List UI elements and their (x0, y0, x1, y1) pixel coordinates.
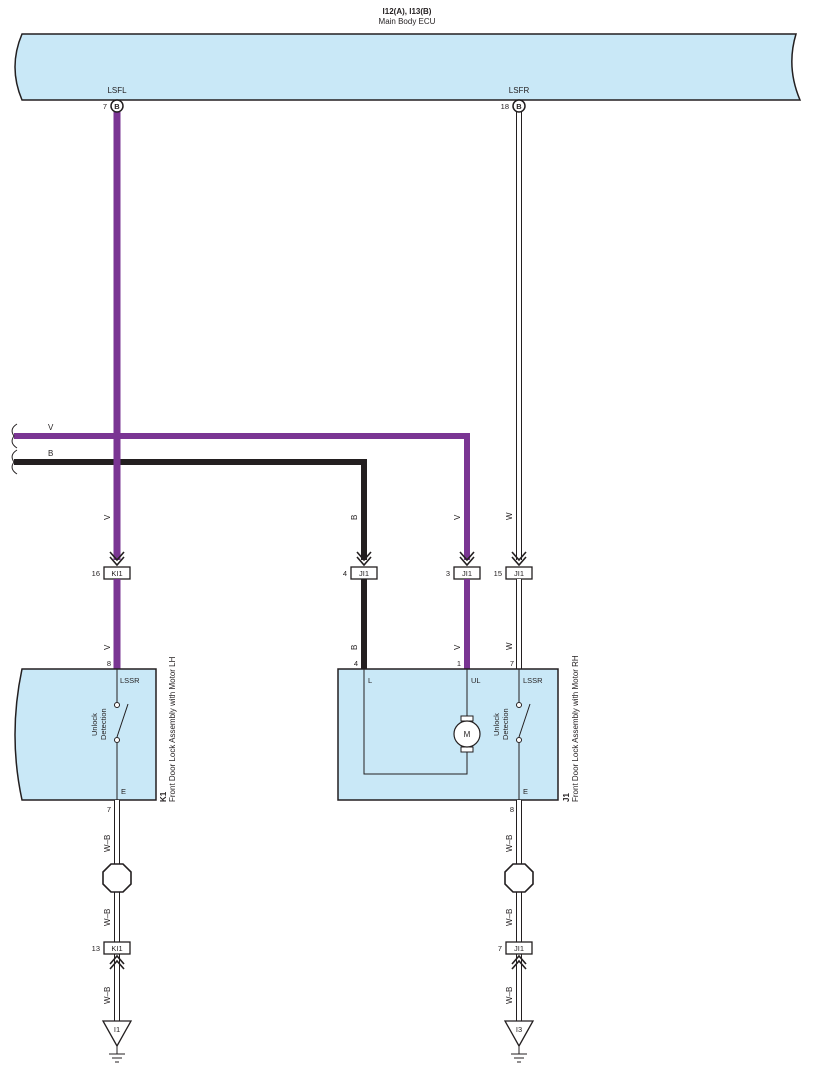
bus-b-black (14, 459, 367, 560)
left-terminal-lssr: LSSR (120, 676, 140, 685)
kl1-bottom-box (103, 941, 131, 955)
right-door-lock-assembly: 4 1 7 8 L UL LSSR E M Unlock Detection J… (337, 655, 580, 814)
ecu-terminal-lsfl: LSFL (107, 86, 127, 95)
left-switch-label-2: Detection (99, 708, 108, 740)
bus-v-label: V (48, 423, 54, 432)
right-assembly-code: J1 (562, 793, 571, 802)
ground-right-label: I3 (516, 1025, 522, 1034)
kl1-bottom-pin: 13 (92, 944, 100, 953)
wire-label-w-2: W (505, 642, 514, 650)
left-unlock-switch (114, 669, 129, 800)
left-pin-bottom: 7 (107, 805, 111, 814)
motor-label: M (464, 730, 471, 739)
right-pin-ul: 1 (457, 659, 461, 668)
wire-label-b-2: B (350, 645, 359, 650)
ecu-connector-left: B (114, 102, 120, 111)
kl1-top-name: KI1 (111, 569, 122, 578)
kl1-top-pin: 16 (92, 569, 100, 578)
ecu-terminal-lsfr: LSFR (509, 86, 530, 95)
right-motor-circuit (363, 669, 468, 775)
ecu-pin-right: B 18 (501, 99, 526, 113)
wire-label-wb-6: W–B (505, 987, 514, 1004)
motor-icon: M (453, 715, 481, 753)
main-body-ecu: I12(A), I13(B) Main Body ECU LSFL LSFR (14, 7, 802, 101)
jl1-b-name: JI1 (359, 569, 369, 578)
wire-label-v-2: V (453, 514, 462, 520)
right-pin-l: 4 (354, 659, 358, 668)
wire-label-wb-1: W–B (103, 835, 112, 852)
right-pin-e: 8 (510, 805, 514, 814)
jl1-v-pin: 3 (446, 569, 450, 578)
ground-right-icon (503, 1020, 535, 1063)
ground-left-icon (101, 1020, 133, 1063)
kl1-bottom-name: KI1 (111, 944, 122, 953)
wire-label-wb-5: W–B (505, 909, 514, 926)
junction-connectors-upper (103, 566, 533, 580)
jl1-w-pin: 15 (494, 569, 502, 578)
right-unlock-switch (516, 669, 531, 800)
jl1-b-pin: 4 (343, 569, 347, 578)
wire-label-wb-3: W–B (103, 987, 112, 1004)
ecu-name: Main Body ECU (379, 17, 436, 26)
wire-label-v-4: V (453, 644, 462, 650)
right-switch-label-2: Detection (501, 708, 510, 740)
wire-label-v-3: V (103, 644, 112, 650)
left-assembly-name: Front Door Lock Assembly with Motor LH (168, 656, 177, 802)
bus-v-violet (14, 433, 470, 560)
splice-right-icon (504, 863, 534, 893)
wire-label-w-1: W (505, 512, 514, 520)
splice-left-icon (102, 863, 132, 893)
ecu-connector-right: B (516, 102, 522, 111)
left-pin-top: 8 (107, 659, 111, 668)
left-door-lock-assembly: 8 LSSR E Unlock Detection K1 Front Door … (14, 656, 177, 802)
wire-label-b-1: B (350, 515, 359, 520)
ecu-pin-left: B 7 (103, 99, 124, 113)
ecu-box (14, 33, 802, 101)
jl1-w-name: JI1 (514, 569, 524, 578)
wire-label-wb-4: W–B (505, 835, 514, 852)
right-terminal-e: E (523, 787, 528, 796)
chevrons-lower (109, 954, 527, 970)
right-terminal-lssr: LSSR (523, 676, 543, 685)
left-switch-label-1: Unlock (90, 713, 99, 736)
ecu-pin-right-number: 18 (501, 102, 509, 111)
ecu-pin-left-number: 7 (103, 102, 107, 111)
jl1-bottom-box (505, 941, 533, 955)
left-terminal-e: E (121, 787, 126, 796)
wire-label-wb-2: W–B (103, 909, 112, 926)
jl1-bottom-name: JI1 (514, 944, 524, 953)
right-switch-label-1: Unlock (492, 713, 501, 736)
bus-b-label: B (48, 449, 53, 458)
wire-label-v-1: V (103, 514, 112, 520)
right-terminal-ul: UL (471, 676, 481, 685)
bus-break-brace (11, 423, 18, 475)
ecu-code: I12(A), I13(B) (383, 7, 432, 16)
ground-left-label: I1 (114, 1025, 120, 1034)
jl1-bottom-pin: 7 (498, 944, 502, 953)
chevrons-upper (109, 551, 527, 567)
jl1-v-name: JI1 (462, 569, 472, 578)
right-terminal-l: L (368, 676, 372, 685)
right-assembly-name: Front Door Lock Assembly with Motor RH (571, 655, 580, 802)
left-assembly-code: K1 (159, 791, 168, 802)
right-pin-lssr: 7 (510, 659, 514, 668)
